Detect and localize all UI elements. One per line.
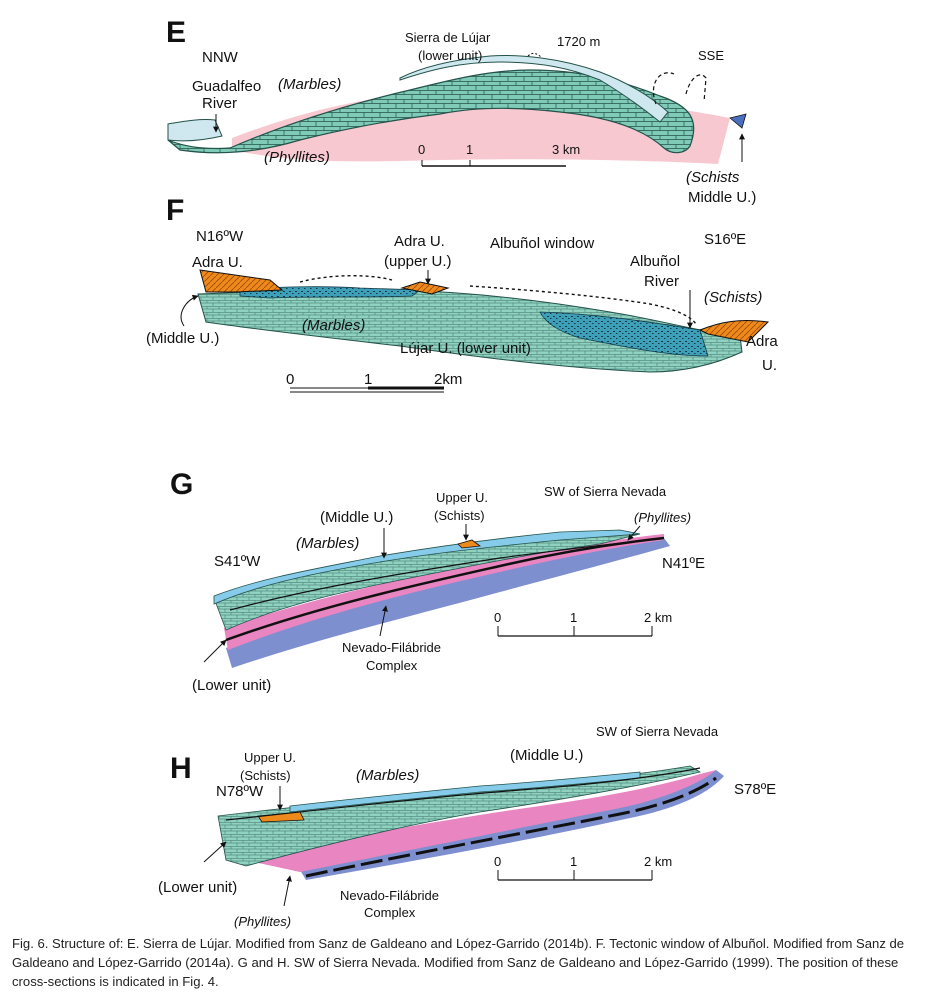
panel-f-adra-up-line1: Adra U. — [394, 233, 445, 250]
panel-e-marbles-layer — [167, 69, 695, 154]
panel-f-window: Albuñol window — [490, 235, 594, 252]
panel-g-upper-line2: (Schists) — [434, 508, 485, 523]
panel-g-phyllites-label: (Phyllites) — [634, 510, 691, 525]
geologic-cross-sections-figure: E NNW Guadalfeo River (Marbles) (Phyllit… — [146, 16, 778, 929]
panel-e-schists-line2: Middle U.) — [688, 189, 756, 206]
panel-f-s16e: S16ºE — [704, 231, 746, 248]
panel-f: F N16ºW Adra U. Adra U. (upper U.) Albuñ… — [146, 194, 778, 393]
panel-e-summit-mark — [527, 52, 543, 59]
panel-e-letter: E — [166, 16, 186, 49]
panel-f-dashed-top — [299, 275, 697, 325]
panel-g: G Upper U. (Schists) SW of Sierra Nevada… — [170, 468, 705, 694]
panel-h-sw-nevada: SW of Sierra Nevada — [596, 724, 719, 739]
panel-g-nevado-line2: Complex — [366, 658, 418, 673]
panel-g-scale-0: 0 — [494, 610, 501, 625]
panel-g-scale-1: 1 — [570, 610, 577, 625]
panel-f-adra-right-line1: Adra — [746, 333, 778, 350]
panel-e-sierra-line1: Sierra de Lújar — [405, 30, 491, 45]
panel-f-letter: F — [166, 194, 184, 227]
figure-caption: Fig. 6. Structure of: E. Sierra de Lújar… — [12, 936, 905, 989]
panel-e: E NNW Guadalfeo River (Marbles) (Phyllit… — [166, 16, 756, 206]
panel-h-nevado-line1: Nevado-Filábride — [340, 888, 439, 903]
panel-g-scale-2: 2 km — [644, 610, 672, 625]
panel-f-adra-middle — [400, 281, 450, 295]
panel-f-albunol-line2: River — [644, 273, 679, 290]
panel-h-contact-line — [225, 767, 701, 821]
panel-e-sierra-line2: (lower unit) — [418, 48, 482, 63]
panel-e-fold-dashed — [652, 72, 707, 105]
panel-g-nevado-layer — [226, 538, 670, 668]
panel-f-middle-label: (Middle U.) — [146, 330, 219, 347]
panel-g-sw-nevada: SW of Sierra Nevada — [544, 484, 667, 499]
panel-f-adra-left — [199, 269, 284, 293]
panel-e-scale-3: 3 km — [552, 142, 580, 157]
panel-f-marbles-label: (Marbles) — [302, 317, 365, 334]
panel-g-upper-line1: Upper U. — [436, 490, 488, 505]
panel-f-albunol-line1: Albuñol — [630, 253, 680, 270]
panel-f-n16w: N16ºW — [196, 228, 244, 245]
panel-f-scale-1: 1 — [364, 371, 372, 388]
panel-e-scale-bar: 0 1 3 km — [418, 142, 580, 167]
panel-e-schists-line1: (Schists — [686, 169, 740, 186]
panel-h-upper-line1: Upper U. — [244, 750, 296, 765]
panel-h-thrust-dashed — [305, 776, 717, 878]
panel-h-scale-1: 1 — [570, 854, 577, 869]
panel-e-scale-0: 0 — [418, 142, 425, 157]
panel-f-adra-left-label: Adra U. — [192, 254, 243, 271]
panel-e-elevation: 1720 m — [557, 34, 600, 49]
panel-f-schists-label: (Schists) — [704, 289, 762, 306]
panel-h-scale-bar: 0 1 2 km — [494, 854, 672, 881]
panel-h-nevado-layer — [300, 770, 724, 880]
panel-h-phyllites-pointer — [283, 875, 292, 907]
panel-h-phyllite-layer — [236, 770, 716, 872]
panel-g-upper-orange — [457, 539, 482, 549]
panel-h-n78w: N78ºW — [216, 783, 264, 800]
panel-g-marbles-label: (Marbles) — [296, 535, 359, 552]
panel-e-sse: SSE — [698, 48, 724, 63]
panel-g-s41w: S41ºW — [214, 553, 261, 570]
panel-g-phyllites-pointer — [627, 525, 641, 541]
panel-g-thrust-line — [225, 536, 665, 642]
panel-g-n41e: N41ºE — [662, 555, 705, 572]
panel-h-lower-pointer — [203, 841, 227, 863]
panel-g-nevado-pointer — [379, 605, 388, 637]
panel-h-marbles-label: (Marbles) — [356, 767, 419, 784]
panel-e-river-line1: Guadalfeo — [192, 78, 261, 95]
panel-h-scale-0: 0 — [494, 854, 501, 869]
panel-h-middle-label: (Middle U.) — [510, 747, 583, 764]
panel-h-phyllites-label: (Phyllites) — [234, 914, 291, 929]
panel-f-middle-pointer — [180, 294, 199, 327]
panel-g-letter: G — [170, 468, 193, 501]
panel-e-nnw: NNW — [202, 49, 239, 66]
panel-h-lower-label: (Lower unit) — [158, 879, 237, 896]
panel-g-lower-pointer — [203, 639, 227, 663]
panel-e-schist-wedge — [729, 113, 747, 129]
panel-f-adra-up-line2: (upper U.) — [384, 253, 452, 270]
panel-f-schist-top — [239, 286, 422, 299]
panel-h-nevado-line2: Complex — [364, 905, 416, 920]
panel-f-adra-right — [698, 319, 770, 343]
panel-g-phyllite-layer — [224, 534, 664, 650]
panel-e-phyllites-label: (Phyllites) — [264, 149, 330, 166]
panel-e-marbles-label: (Marbles) — [278, 76, 341, 93]
panel-e-river-line2: River — [202, 95, 237, 112]
panel-g-lower-label: (Lower unit) — [192, 677, 271, 694]
panel-f-lujar-label: Lújar U. (lower unit) — [400, 340, 531, 357]
panel-g-middle-label: (Middle U.) — [320, 509, 393, 526]
panel-h-scale-2: 2 km — [644, 854, 672, 869]
panel-g-nevado-line1: Nevado-Filábride — [342, 640, 441, 655]
panel-g-light-blue-layer — [213, 529, 641, 605]
panel-e-scale-1: 1 — [466, 142, 473, 157]
panel-h-s78e: S78ºE — [734, 781, 776, 798]
panel-g-contact-line — [229, 539, 651, 611]
panel-f-scale-0: 0 — [286, 371, 294, 388]
panel-f-scale-2: 2km — [434, 371, 462, 388]
panel-f-schist-layer — [539, 311, 709, 357]
panel-g-scale-bar: 0 1 2 km — [494, 610, 672, 637]
panel-h-upper-line2: (Schists) — [240, 768, 291, 783]
panel-f-scale-bar: 0 1 2km — [286, 371, 462, 393]
panel-h-letter: H — [170, 752, 192, 785]
panel-f-adra-right-line2: U. — [762, 357, 777, 374]
panel-h: H SW of Sierra Nevada (Middle U.) Upper … — [158, 724, 776, 929]
